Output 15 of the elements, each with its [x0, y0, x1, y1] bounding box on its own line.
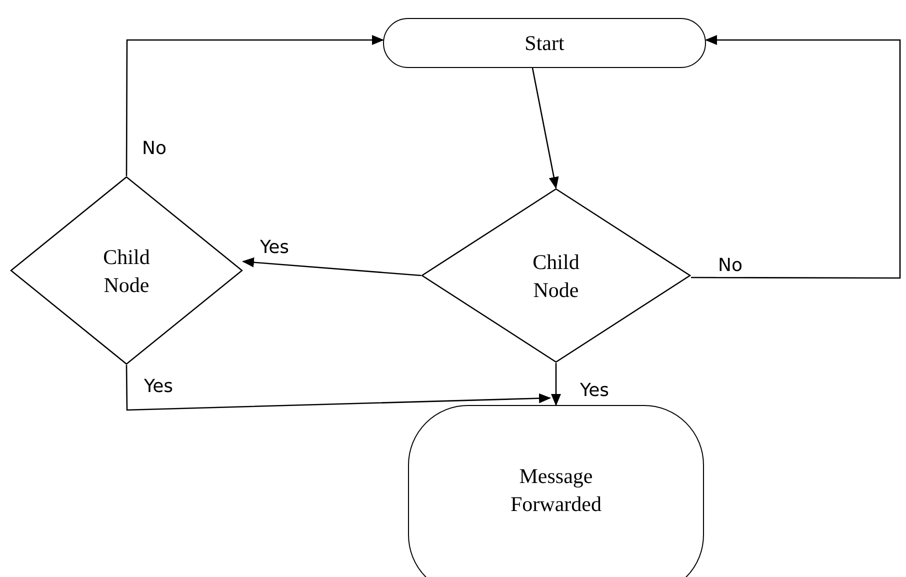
arrow — [532, 68, 559, 189]
node-label: Start — [524, 30, 566, 57]
edge-label: No — [716, 255, 744, 277]
arrow — [691, 35, 901, 279]
arrow — [126, 35, 384, 176]
decision-diamond — [10, 176, 243, 365]
arrow — [126, 365, 551, 411]
decision-diamond — [421, 188, 691, 363]
arrow — [551, 363, 561, 406]
node-label: Child Node — [532, 248, 580, 304]
node-label: Child Node — [102, 244, 151, 298]
terminator-box — [408, 405, 704, 577]
terminator-box — [383, 18, 706, 68]
arrow — [242, 257, 422, 276]
node-label: Message Forwarded — [510, 463, 602, 518]
